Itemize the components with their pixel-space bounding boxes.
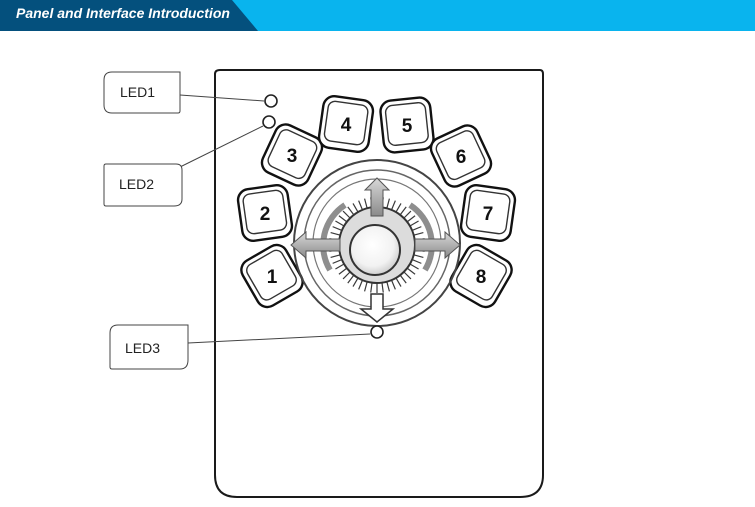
ridge-line [390,200,396,211]
key-label: 1 [267,267,278,288]
keys-group: 1 2 3 4 5 6 7 8 [236,94,517,311]
key-label: 8 [476,267,487,288]
key-3[interactable]: 3 [258,121,325,189]
ridge-line [358,200,364,211]
led1 [264,94,278,108]
arrow-right-icon [414,230,461,260]
key-6[interactable]: 6 [427,122,494,190]
ridge-line [406,215,416,223]
arrow-down-icon [358,293,396,323]
ridge-line [332,258,343,264]
joystick-knob[interactable] [349,224,401,276]
led3 [370,325,384,339]
arrow-up-icon [363,177,391,217]
key-2[interactable]: 2 [236,183,294,243]
key-5[interactable]: 5 [379,96,435,154]
ridge-line [411,226,422,232]
led2-leader [177,125,264,169]
key-label: 3 [287,146,298,167]
ridge-line [335,220,345,227]
ridge-line [347,206,355,216]
ridge-line [406,267,416,275]
joystick-ridges [329,197,425,293]
key-8[interactable]: 8 [446,241,515,311]
led1-leader [179,94,265,102]
key-1[interactable]: 1 [237,241,306,311]
key-label: 4 [341,115,352,136]
ridge-line [395,277,402,287]
ridge-line [381,282,384,293]
ridge-line [413,231,424,236]
rotate-left-arrow [320,202,347,272]
header-banner: Panel and Interface Introduction [0,0,755,31]
callout-led1-label: LED1 [120,84,155,100]
key-label: 6 [456,147,467,168]
ridge-line [338,267,348,275]
callout-led1: LED1 [103,71,181,114]
ridge-line [338,215,348,223]
ridge-line [332,226,343,232]
ridge-line [352,203,359,213]
ridge-line [386,198,391,209]
ridge-line [370,282,373,293]
ridge-line [330,254,341,259]
ridge-line [395,203,402,213]
key-label: 5 [402,116,413,137]
ridge-line [342,210,351,219]
key-label: 2 [260,204,271,225]
key-4[interactable]: 4 [317,94,375,154]
ridge-line [403,210,412,219]
ridge-line [330,231,341,236]
ridge-line [386,281,391,292]
ridge-line [399,206,407,216]
led3-leader [187,333,371,344]
page-title: Panel and Interface Introduction [16,5,230,21]
callout-led2-label: LED2 [119,176,154,192]
callout-led3-label: LED3 [125,340,160,356]
ridge-line [411,258,422,264]
ridge-line [413,254,424,259]
ridge-line [390,279,396,290]
joystick[interactable] [290,159,461,327]
ridge-line [363,198,368,209]
key-label: 7 [483,204,494,225]
ridge-line [347,274,355,284]
ridge-line [342,271,351,280]
header-tab [0,0,258,31]
arrow-left-icon [290,230,341,260]
ridge-line [399,274,407,284]
ridge-line [335,263,345,270]
ridge-line [352,277,359,287]
key-7[interactable]: 7 [459,183,517,243]
ridge-line [363,281,368,292]
callout-led3: LED3 [109,324,189,370]
callout-led2: LED2 [103,163,183,207]
ridge-line [358,279,364,290]
ridge-line [409,220,419,227]
ridge-line [403,271,412,280]
rotate-right-arrow [408,202,435,272]
led2 [262,115,276,129]
ridge-line [409,263,419,270]
